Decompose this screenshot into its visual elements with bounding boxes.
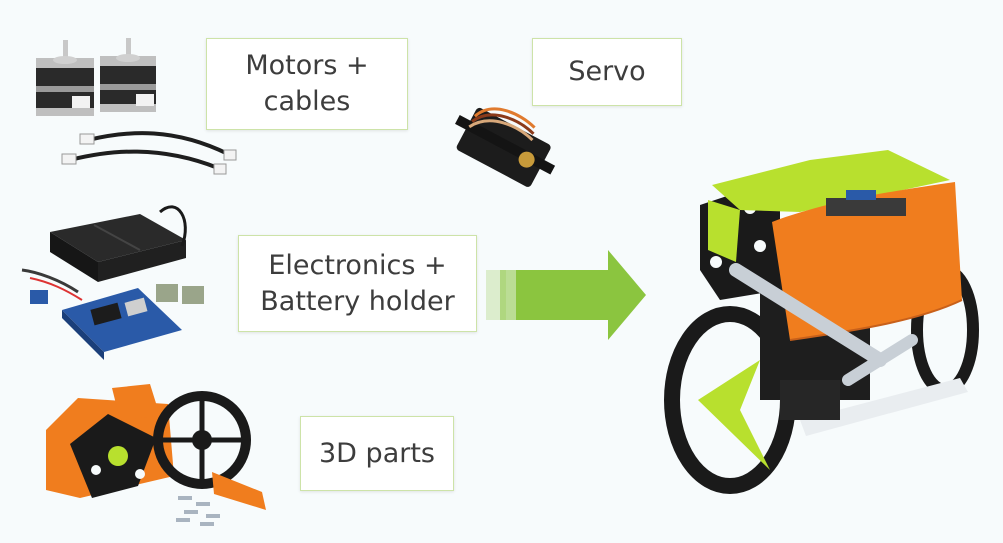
cable-icon: [61, 131, 237, 175]
3d-parts-label: 3D parts: [300, 416, 454, 491]
right-arrow-icon: [486, 250, 646, 340]
stepper-motor-icon: [36, 38, 156, 116]
electronics-battery-label: Electronics + Battery holder: [238, 235, 477, 332]
servo-label: Servo: [532, 38, 682, 106]
servo-icon: [455, 107, 556, 187]
assembled-robot-image: [664, 150, 979, 494]
motors-cables-label: Motors + cables: [206, 38, 408, 130]
battery-holder-icon: [50, 205, 187, 282]
3d-parts-icon: [46, 384, 266, 526]
electronics-board-icon: [21, 268, 204, 360]
